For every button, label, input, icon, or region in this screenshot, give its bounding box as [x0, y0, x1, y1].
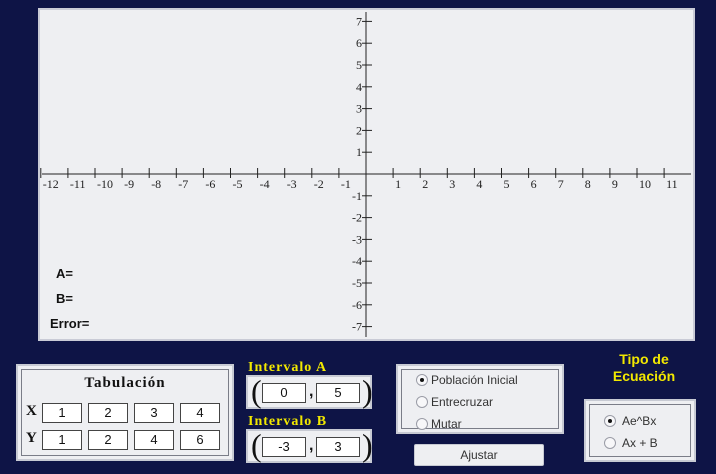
x-value-field-3[interactable]: 3 — [134, 403, 174, 423]
x-tick-label: 8 — [585, 177, 591, 191]
interval-b-comma: , — [309, 437, 314, 454]
x-tick-label: 3 — [449, 177, 455, 191]
y-tick-label: 5 — [356, 58, 362, 72]
result-a-label: A= — [56, 266, 73, 281]
x-tick-label: 9 — [612, 177, 618, 191]
y-tick-label: -5 — [352, 276, 362, 290]
interval-a-box: ( 0 , 5 ) — [246, 373, 373, 409]
radio-label: Población Inicial — [431, 373, 518, 387]
radio-label: Entrecruzar — [431, 395, 494, 409]
operations-inner-border — [401, 369, 559, 429]
y-tick-label: -1 — [352, 189, 362, 203]
x-tick-label: 7 — [558, 177, 564, 191]
x-value-field-1[interactable]: 1 — [42, 403, 82, 423]
y-tick-label: 3 — [356, 102, 362, 116]
radio-button-icon[interactable] — [416, 396, 428, 408]
radio-entrecruzar[interactable]: Entrecruzar — [416, 395, 493, 409]
radio-button-icon[interactable] — [604, 415, 616, 427]
x-row-label: X — [26, 403, 37, 419]
y-value-field-4[interactable]: 6 — [180, 430, 220, 450]
y-tick-label: -2 — [352, 211, 362, 225]
y-tick-label: -3 — [352, 232, 362, 246]
equation-type-title-line2: Ecuación — [612, 368, 676, 384]
interval-b-open-paren: ( — [251, 427, 262, 463]
interval-b-min-input[interactable]: -3 — [262, 437, 306, 457]
interval-b-title: Intervalo B — [248, 414, 328, 429]
radio-poblacion-inicial[interactable]: Población Inicial — [416, 373, 518, 387]
y-tick-label: -7 — [352, 320, 362, 334]
x-tick-label: -8 — [151, 177, 161, 191]
x-value-field-4[interactable]: 4 — [180, 403, 220, 423]
x-tick-label: -5 — [233, 177, 243, 191]
x-tick-label: 10 — [639, 177, 651, 191]
tabulation-title: Tabulación — [84, 375, 166, 391]
radio-label: Ax + B — [622, 436, 658, 450]
radio-label: Ae^Bx — [622, 414, 657, 428]
x-tick-label: -9 — [124, 177, 134, 191]
equation-type-title-line1: Tipo de — [619, 351, 669, 367]
interval-a-open-paren: ( — [251, 373, 262, 409]
y-value-field-2[interactable]: 2 — [88, 430, 128, 450]
interval-a-max-input[interactable]: 5 — [316, 383, 360, 403]
y-tick-label: 2 — [356, 123, 362, 137]
x-value-field-2[interactable]: 2 — [88, 403, 128, 423]
x-tick-label: -1 — [341, 177, 351, 191]
x-tick-label: 2 — [422, 177, 428, 191]
x-tick-label: -7 — [178, 177, 188, 191]
radio-linear[interactable]: Ax + B — [604, 436, 658, 450]
interval-a-min-input[interactable]: 0 — [262, 383, 306, 403]
y-tick-label: 1 — [356, 145, 362, 159]
tabulation-panel: Tabulación X Y 1 2 3 4 1 2 4 6 — [16, 364, 234, 461]
radio-exponential[interactable]: Ae^Bx — [604, 414, 656, 428]
interval-b-max-input[interactable]: 3 — [316, 437, 360, 457]
interval-a-comma: , — [309, 383, 314, 400]
x-tick-label: 1 — [395, 177, 401, 191]
result-error-label: Error= — [50, 316, 90, 331]
operations-panel: Población Inicial Entrecruzar Mutar — [396, 364, 564, 434]
y-value-field-3[interactable]: 4 — [134, 430, 174, 450]
y-tick-label: 6 — [356, 36, 362, 50]
x-tick-label: -4 — [260, 177, 270, 191]
y-row-label: Y — [26, 430, 37, 446]
interval-b-box: ( -3 , 3 ) — [246, 427, 373, 463]
y-tick-label: -4 — [352, 254, 362, 268]
x-tick-label: 5 — [504, 177, 510, 191]
x-tick-label: -2 — [314, 177, 324, 191]
x-tick-label: 4 — [476, 177, 482, 191]
ajustar-button[interactable]: Ajustar — [414, 444, 544, 466]
x-tick-label: -3 — [287, 177, 297, 191]
y-tick-label: -6 — [352, 298, 362, 312]
y-tick-label: 7 — [356, 14, 362, 28]
y-tick-label: 4 — [356, 80, 362, 94]
radio-mutar[interactable]: Mutar — [416, 417, 462, 431]
interval-b-close-paren: ) — [362, 427, 373, 463]
equation-type-title: Tipo de Ecuación — [588, 351, 700, 385]
equation-type-inner-border — [589, 404, 691, 457]
radio-button-icon[interactable] — [604, 437, 616, 449]
y-value-field-1[interactable]: 1 — [42, 430, 82, 450]
radio-button-icon[interactable] — [416, 374, 428, 386]
x-tick-label: 6 — [531, 177, 537, 191]
result-b-label: B= — [56, 291, 73, 306]
radio-button-icon[interactable] — [416, 418, 428, 430]
interval-a-title: Intervalo A — [248, 360, 328, 375]
equation-type-panel: Ae^Bx Ax + B — [584, 399, 696, 462]
x-tick-label: -11 — [70, 177, 86, 191]
x-tick-label: -6 — [205, 177, 215, 191]
x-tick-label: 11 — [666, 177, 678, 191]
x-tick-label: -10 — [97, 177, 113, 191]
tabulation-inner-border — [21, 369, 229, 456]
interval-a-close-paren: ) — [362, 373, 373, 409]
x-tick-label: -12 — [43, 177, 59, 191]
radio-label: Mutar — [431, 417, 462, 431]
